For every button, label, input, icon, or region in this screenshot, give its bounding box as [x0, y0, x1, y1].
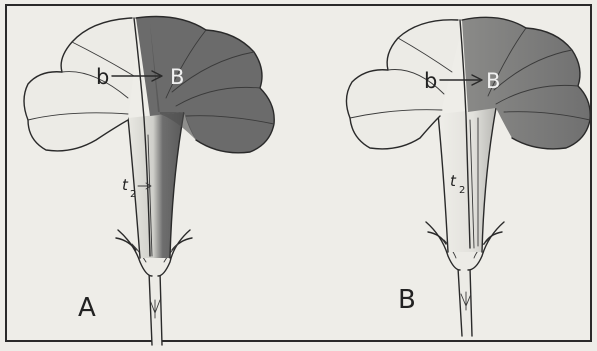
svg-text:2: 2 [130, 189, 136, 200]
flower-b-petal-target-label: B [486, 69, 500, 93]
flower-b-panel-label: B [398, 285, 416, 315]
flower-b-petal-label: b [424, 69, 437, 93]
flower-a-panel-label: A [78, 293, 96, 323]
flower-a-petal-target-label: B [170, 65, 184, 89]
flower-a-petal-label: b [96, 65, 109, 89]
flower-a-stem [149, 272, 162, 345]
svg-text:2: 2 [459, 185, 465, 196]
